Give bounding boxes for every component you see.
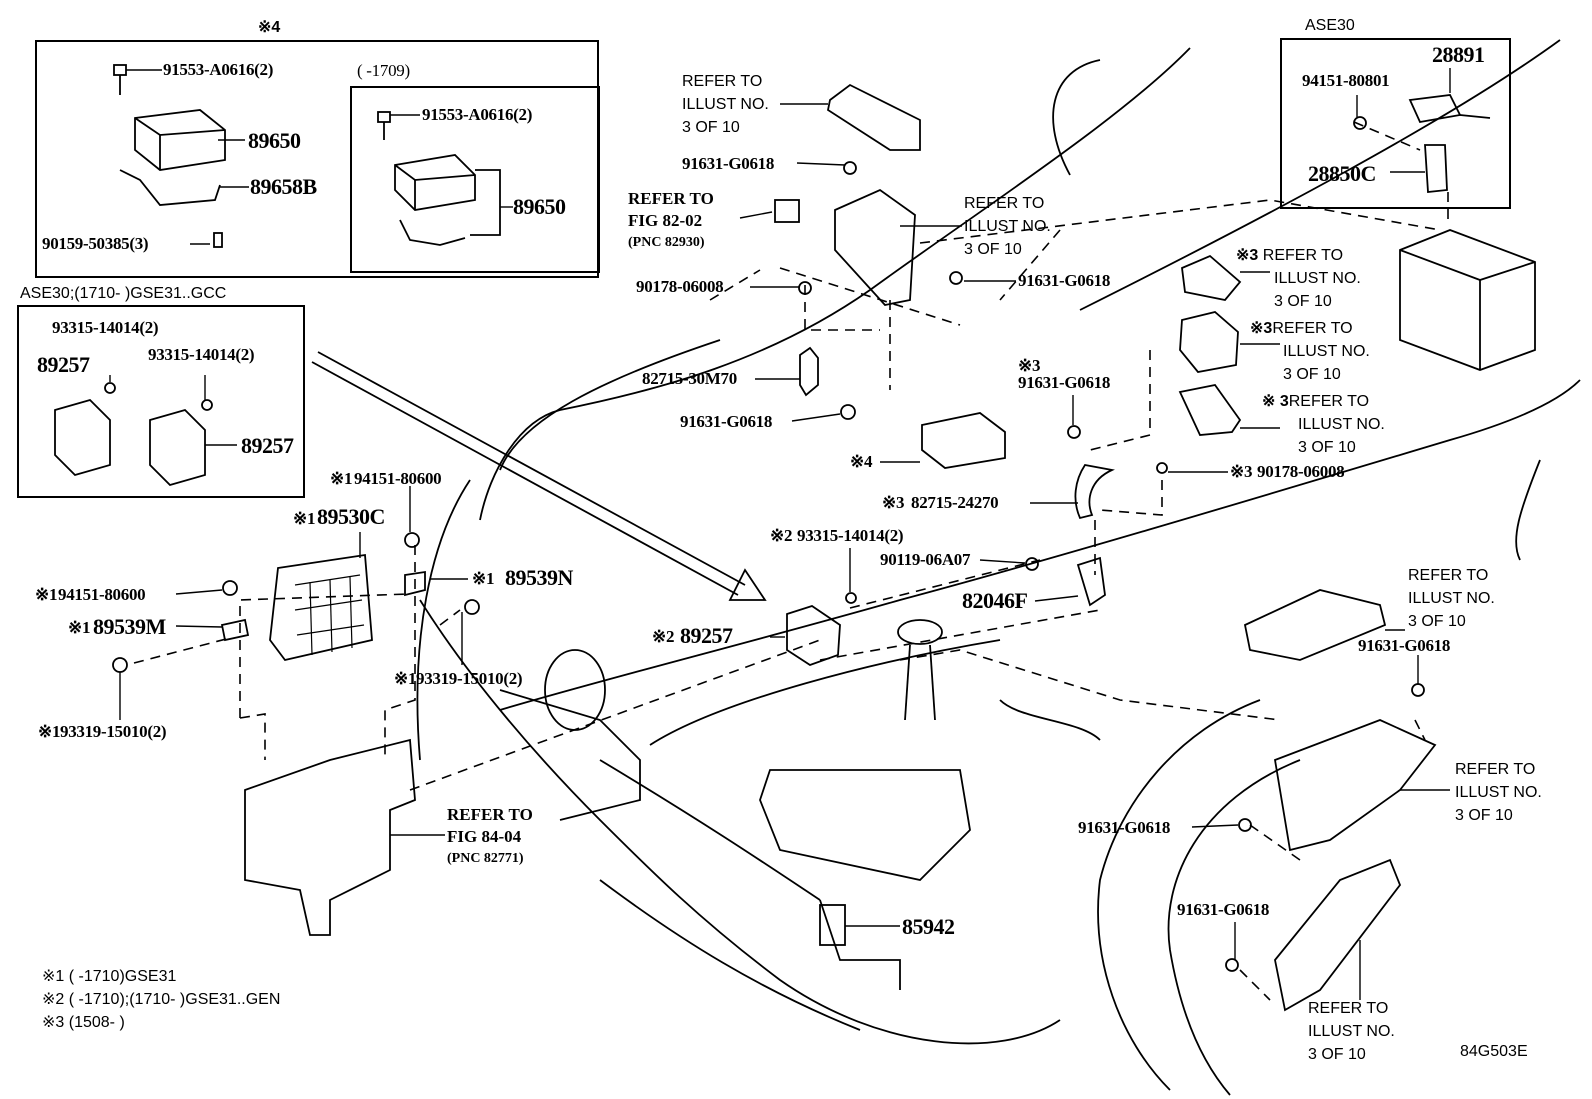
note-marker: ※3 (882, 493, 905, 512)
note-marker: ※1 (35, 585, 58, 604)
refer-lower[interactable]: REFER TO ILLUST NO. 3 OF 10 (1308, 1000, 1395, 1063)
part-label[interactable]: 93319-15010(2) (416, 669, 523, 688)
inset-note4-title: ※4 (258, 19, 281, 36)
part-label[interactable]: 91631-G0618 (680, 412, 773, 431)
part-label[interactable]: 89257 (241, 433, 294, 458)
part-label[interactable]: 89539M (93, 614, 166, 639)
part-label[interactable]: 89539N (505, 565, 573, 590)
part-label[interactable]: 91553-A0616(2) (163, 60, 274, 79)
inset-ase30-gcc-title: ASE30;(1710- )GSE31..GCC (20, 285, 227, 302)
inset-note4-sub (350, 86, 600, 273)
footnote-3: ※3 (1508- ) (42, 1014, 125, 1031)
part-label[interactable]: 89257 (37, 352, 90, 377)
dashed-leader-lines (133, 121, 1449, 1001)
part-label[interactable]: 89658B (250, 174, 317, 199)
refer-fuse-cover[interactable]: REFER TO ILLUST NO. 3 OF 10 (1408, 567, 1495, 630)
part-label[interactable]: 93315-14014(2) (52, 318, 159, 337)
note-marker: ※1 (472, 569, 495, 588)
location-arrow-icon (311, 351, 767, 601)
part-label[interactable]: 85942 (902, 914, 955, 939)
refer-relay-2[interactable]: ※3REFER TO ILLUST NO. 3 OF 10 (1250, 320, 1370, 383)
footnote-2: ※2 ( -1710);(1710- )GSE31..GEN (42, 991, 281, 1008)
note-marker: ※1 (293, 509, 316, 528)
refer-fig-82-02[interactable]: REFER TO FIG 82-02 (PNC 82930) (628, 189, 714, 250)
part-label[interactable]: 28850C (1308, 161, 1376, 186)
note-marker: ※1 (68, 618, 91, 637)
note4-reference[interactable]: ※4 (850, 452, 873, 471)
refer-fuse-block[interactable]: REFER TO ILLUST NO. 3 OF 10 (1455, 761, 1542, 824)
illustration-code: 84G503E (1460, 1043, 1528, 1060)
part-label[interactable]: 82715-24270 (911, 493, 999, 512)
part-label[interactable]: 89650 (248, 128, 301, 153)
inset-ase30-gcc (17, 305, 305, 498)
refer-top-cover[interactable]: REFER TO ILLUST NO. 3 OF 10 (682, 73, 769, 136)
part-label[interactable]: 91631-G0618 (682, 154, 775, 173)
part-label[interactable]: 82046F (962, 588, 1028, 613)
refer-bracket[interactable]: REFER TO ILLUST NO. 3 OF 10 (964, 195, 1051, 258)
refer-relay-1[interactable]: ※3 REFER TO ILLUST NO. 3 OF 10 (1236, 247, 1361, 310)
part-label[interactable]: 90178-06008 (636, 277, 724, 296)
part-label[interactable]: 94151-80600 (58, 585, 146, 604)
part-label[interactable]: 94151-80801 (1302, 71, 1390, 90)
note-marker: ※2 (770, 526, 793, 545)
leader-lines (109, 68, 1451, 1000)
refer-relay-3[interactable]: ※ 3REFER TO ILLUST NO. 3 OF 10 (1262, 393, 1385, 456)
part-label[interactable]: 91631-G0618 (1018, 373, 1111, 392)
inset-ase30 (1280, 38, 1511, 209)
part-label[interactable]: 91631-G0618 (1018, 271, 1111, 290)
part-label[interactable]: 82715-30M70 (642, 369, 737, 388)
part-label[interactable]: 89650 (513, 194, 566, 219)
note-marker: ※1 (330, 469, 353, 488)
inset-ase30-title: ASE30 (1305, 17, 1355, 34)
part-label[interactable]: 90159-50385(3) (42, 234, 149, 253)
part-label[interactable]: 93319-15010(2) (60, 722, 167, 741)
footnote-1: ※1 ( -1710)GSE31 (42, 968, 177, 985)
inset-note4-subcaption: ( -1709) (357, 61, 410, 80)
note-marker: ※1 (394, 669, 417, 688)
part-label[interactable]: 91631-G0618 (1177, 900, 1270, 919)
part-label[interactable]: 90178-06008 (1257, 462, 1345, 481)
refer-fig-84-04[interactable]: REFER TO FIG 84-04 (PNC 82771) (447, 805, 533, 866)
part-label[interactable]: 91631-G0618 (1078, 818, 1171, 837)
note-marker: ※3 (1230, 462, 1253, 481)
part-pictograms (54, 64, 1536, 1012)
part-label[interactable]: 28891 (1432, 42, 1485, 67)
footnotes: ※1 ( -1710)GSE31 ※2 ( -1710);(1710- )GSE… (42, 965, 280, 1034)
part-label[interactable]: 89530C (317, 504, 385, 529)
note-marker: ※3 (1018, 356, 1041, 375)
part-label[interactable]: 91631-G0618 (1358, 636, 1451, 655)
note-marker: ※1 (38, 722, 61, 741)
part-label[interactable]: 90119-06A07 (880, 550, 971, 569)
note-marker: ※2 (652, 627, 675, 646)
part-label[interactable]: 91553-A0616(2) (422, 105, 533, 124)
part-label[interactable]: 89257 (680, 623, 733, 648)
part-label[interactable]: 93315-14014(2) (148, 345, 255, 364)
part-label[interactable]: 93315-14014(2) (797, 526, 904, 545)
part-label[interactable]: 94151-80600 (354, 469, 442, 488)
